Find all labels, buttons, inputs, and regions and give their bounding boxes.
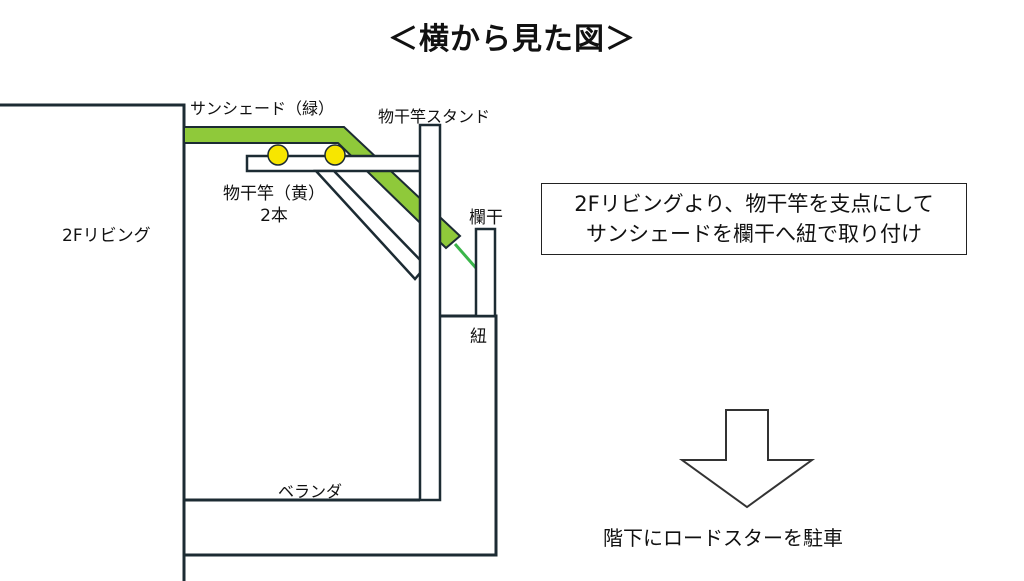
diagram-title: ＜横から見た図＞ <box>388 22 636 57</box>
note-line2: サンシェードを欄干へ紐で取り付け <box>586 222 922 246</box>
label-poles-line1: 物干竿（黄） <box>223 184 325 204</box>
down-arrow-icon <box>678 409 816 509</box>
label-stand: 物干竿スタンド <box>378 107 491 126</box>
label-poles: 物干竿（黄） 2本 <box>222 183 326 227</box>
label-sunshade: サンシェード（緑） <box>190 99 335 118</box>
label-veranda: ベランダ <box>278 482 343 501</box>
label-parking: 階下にロードスターを駐車 <box>603 526 843 550</box>
string <box>453 243 478 269</box>
railing <box>474 227 497 318</box>
veranda-slab <box>184 314 498 557</box>
living-room-outline <box>0 103 186 581</box>
explanation-note: 2Fリビングより、物干竿を支点にして サンシェードを欄干へ紐で取り付け <box>541 183 967 255</box>
note-line1: 2Fリビングより、物干竿を支点にして <box>574 192 934 216</box>
label-living: 2Fリビング <box>62 226 151 246</box>
sunshade <box>183 126 462 250</box>
label-railing: 欄干 <box>469 208 503 228</box>
label-string: 紐 <box>470 327 487 347</box>
label-poles-line2: 2本 <box>260 206 288 226</box>
laundry-pole-1 <box>267 144 289 166</box>
stand-post <box>418 123 442 502</box>
laundry-pole-2 <box>324 144 346 166</box>
